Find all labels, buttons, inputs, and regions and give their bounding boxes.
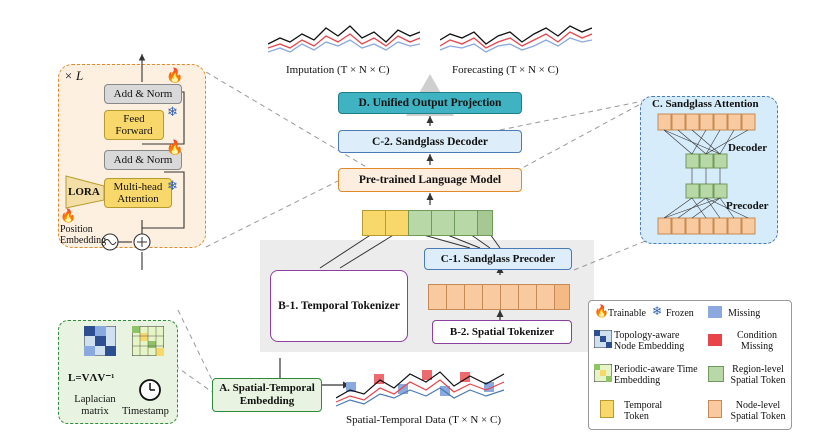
clock-icon	[139, 379, 161, 401]
forecasting-label: Forecasting (T × N × C)	[452, 64, 559, 76]
lora-adapter	[65, 175, 105, 209]
region-token	[431, 210, 455, 236]
node-token	[446, 284, 465, 310]
flame-icon: 🔥	[594, 304, 609, 318]
add-norm-mid: Add & Norm	[104, 150, 182, 170]
flame-icon: 🔥	[60, 208, 77, 223]
snowflake-icon: ❄	[167, 178, 178, 193]
node-token	[554, 284, 570, 310]
legend-periodic: Periodic-aware Time Embedding	[614, 364, 698, 386]
missing-swatch	[708, 306, 722, 318]
region-token	[408, 210, 432, 236]
multi-head-attention: Multi-head Attention	[104, 178, 172, 208]
legend-temporal: Temporal Token	[624, 400, 663, 422]
imputation-series-plot	[268, 25, 420, 53]
condition-missing-swatch	[708, 334, 722, 346]
sandglass-diagram	[657, 113, 756, 235]
node-token	[464, 284, 483, 310]
legend-condition-missing: Condition Missing	[736, 330, 777, 352]
node-swatch	[708, 400, 722, 418]
unified-output-projection: D. Unified Output Projection	[338, 92, 522, 114]
periodic-swatch	[594, 364, 612, 382]
sandglass-decoder: C-2. Sandglass Decoder	[338, 130, 522, 153]
periodic-matrix-icon	[132, 326, 164, 356]
forecasting-series-plot	[440, 25, 592, 53]
topology-swatch	[594, 330, 612, 348]
flame-icon: 🔥	[166, 69, 184, 84]
sandglass-decoder-label: Decoder	[728, 142, 768, 154]
imputation-label: Imputation (T × N × C)	[286, 64, 390, 76]
laplacian-formula: L=VΛV⁻¹	[68, 372, 115, 384]
node-token	[500, 284, 519, 310]
sandglass-precoder-label: Precoder	[726, 200, 769, 212]
legend-region: Region-level Spatial Token	[730, 364, 786, 386]
laplacian-label: Laplacian matrix	[74, 394, 116, 417]
legend-frozen: Frozen	[666, 308, 694, 319]
temporal-swatch	[600, 400, 614, 418]
node-token	[518, 284, 537, 310]
legend-node: Node-level Spatial Token	[730, 400, 786, 422]
lora-label: LORA	[68, 186, 100, 198]
sandglass-precoder: C-1. Sandglass Precoder	[424, 248, 572, 270]
position-embedding-label: Position Embedding	[60, 224, 107, 246]
temporal-token	[385, 210, 409, 236]
spatial-temporal-data-plot	[336, 370, 505, 407]
region-swatch	[708, 366, 724, 382]
legend-missing: Missing	[728, 308, 761, 319]
node-token	[428, 284, 447, 310]
spatial-temporal-data-label: Spatial-Temporal Data (T × N × C)	[346, 414, 502, 426]
node-token-row	[428, 282, 576, 310]
topology-matrix-icon	[84, 326, 116, 356]
node-token	[482, 284, 501, 310]
transformer-connectors	[101, 54, 185, 270]
spatial-tokenizer: B-2. Spatial Tokenizer	[432, 320, 572, 344]
spatial-temporal-embedding: A. Spatial-Temporal Embedding	[212, 378, 322, 412]
layer-repeat-label: × L	[64, 68, 84, 83]
region-token	[454, 210, 478, 236]
region-token	[477, 210, 493, 236]
legend-trainable: Trainable	[608, 308, 646, 319]
node-token	[536, 284, 555, 310]
sandglass-attention-title: C. Sandglass Attention	[652, 98, 759, 110]
legend-topology: Topology-aware Node Embedding	[614, 330, 685, 352]
pretrained-language-model: Pre-trained Language Model	[338, 168, 522, 192]
snowflake-icon: ❄	[167, 104, 178, 119]
temporal-tokenizer: B-1. Temporal Tokenizer	[270, 270, 408, 342]
token-row	[362, 206, 498, 236]
feed-forward: Feed Forward	[104, 110, 164, 140]
temporal-token	[362, 210, 386, 236]
legend-panel	[588, 300, 792, 430]
snowflake-icon: ❄	[652, 304, 663, 318]
add-norm-top: Add & Norm	[104, 84, 182, 104]
timestamp-label: Timestamp	[122, 406, 169, 417]
flame-icon: 🔥	[166, 141, 184, 156]
